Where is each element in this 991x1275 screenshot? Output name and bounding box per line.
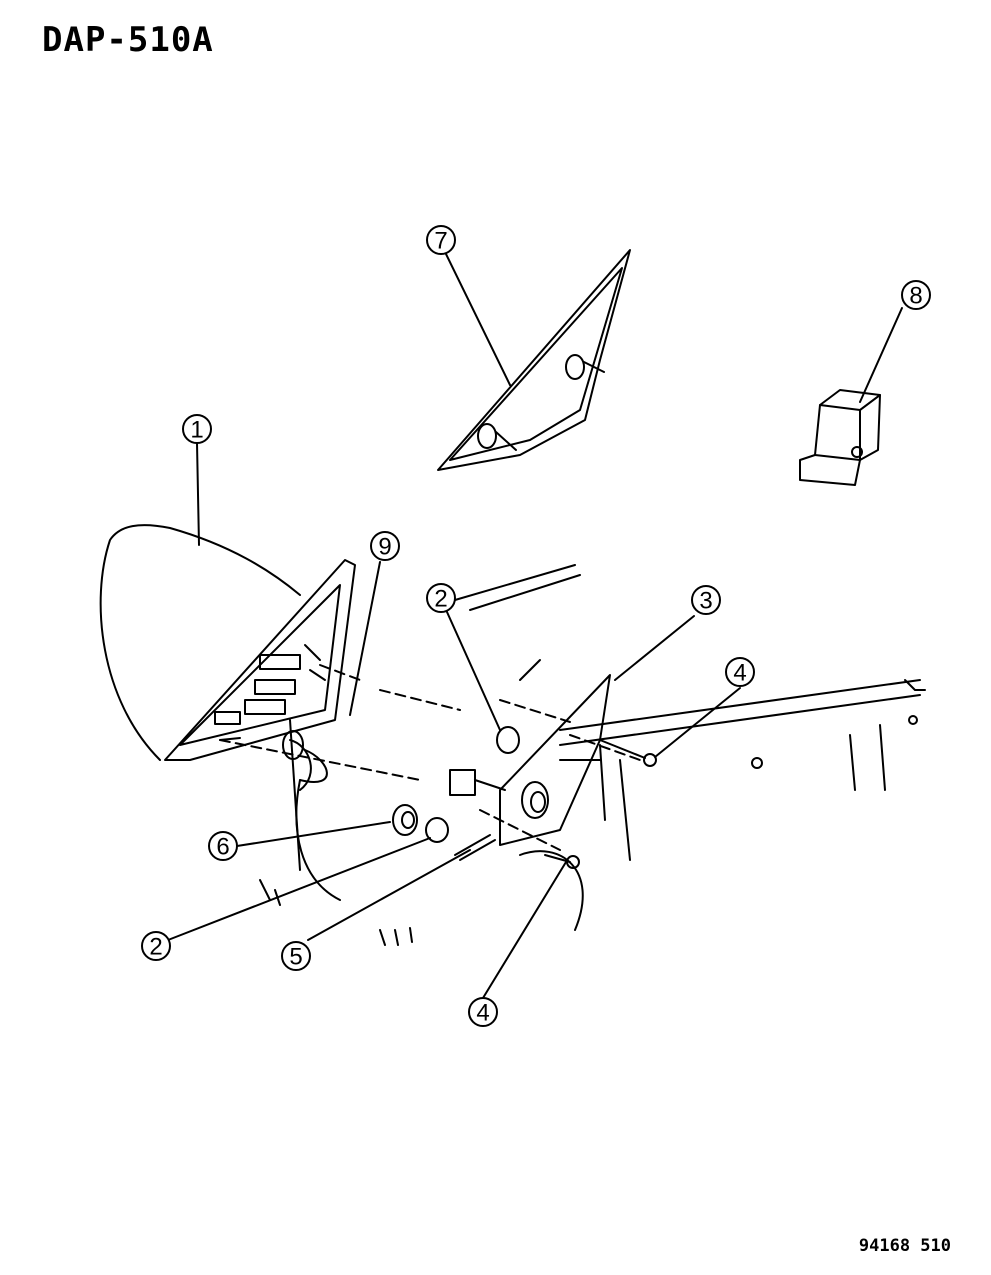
wiring-harness	[299, 749, 328, 783]
callout-circle-4b	[468, 997, 498, 1027]
leader-7	[445, 253, 511, 386]
leader-9	[349, 561, 381, 716]
leader-1	[196, 442, 200, 546]
leader-4a	[654, 687, 741, 758]
callout-1: 1	[190, 417, 203, 444]
leader-4b	[482, 861, 567, 999]
callout-8: 8	[909, 283, 922, 310]
callout-circle-2a	[426, 583, 456, 613]
mirror-bracket	[499, 659, 611, 846]
callout-circle-9	[370, 531, 400, 561]
pad	[799, 389, 881, 486]
callout-3: 3	[699, 588, 712, 615]
mirror-assembly	[99, 524, 356, 791]
callout-9: 9	[378, 534, 391, 561]
seal-patch	[437, 249, 631, 471]
callout-circle-2b	[141, 931, 171, 961]
leader-2b	[167, 837, 431, 941]
leader-5	[307, 849, 471, 941]
adjuster	[449, 769, 506, 796]
callout-circle-6	[208, 831, 238, 861]
leader-6	[236, 821, 391, 847]
callout-circle-5	[281, 941, 311, 971]
callout-7: 7	[434, 228, 447, 255]
diagram-code: DAP-510A	[42, 20, 214, 60]
plug-upper	[496, 726, 520, 754]
grommet	[392, 804, 418, 836]
callout-circle-7	[426, 225, 456, 255]
callout-circle-3	[691, 585, 721, 615]
callout-circle-4a	[725, 657, 755, 687]
callout-6: 6	[216, 834, 229, 861]
door-frame	[259, 564, 926, 946]
callout-5: 5	[289, 944, 302, 971]
callout-4b: 4	[476, 1000, 489, 1027]
leader-8	[859, 307, 903, 403]
reference-number: 94168 510	[858, 1236, 951, 1256]
stud	[454, 834, 496, 861]
callout-4a: 4	[733, 660, 746, 687]
callout-2a: 2	[434, 586, 447, 613]
callout-circle-8	[901, 280, 931, 310]
callout-2b: 2	[149, 934, 162, 961]
callout-circle-1	[182, 414, 212, 444]
leader-2a	[446, 611, 501, 731]
alignment-lines	[219, 664, 641, 851]
plug-lower	[425, 817, 449, 843]
leader-3	[614, 615, 695, 681]
screw-upper	[599, 739, 657, 767]
